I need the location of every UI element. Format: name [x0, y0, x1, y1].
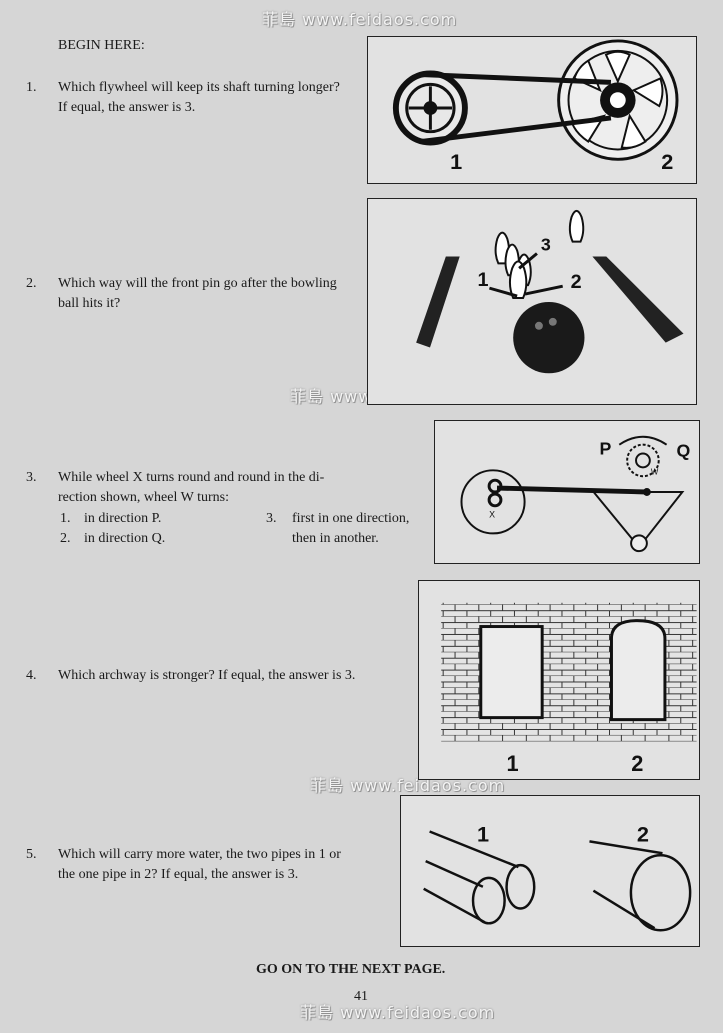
archway-figure: 1 2 [418, 580, 700, 780]
question-1-number: 1. [26, 80, 37, 95]
wheel-label-x: X [489, 510, 495, 520]
page-number: 41 [354, 989, 368, 1004]
gear-wheel-figure: P Q W X [434, 420, 700, 564]
pipes-label-2: 2 [637, 821, 649, 846]
question-2-line-2: ball hits it? [58, 296, 121, 311]
question-5-line-2: the one pipe in 2? If equal, the answer … [58, 867, 299, 882]
flywheel-figure: 1 2 [367, 36, 697, 184]
wheel-label-w: W [651, 467, 659, 476]
question-3-line-1: While wheel X turns round and round in t… [58, 470, 325, 485]
bowling-figure: 1 2 3 [367, 198, 697, 405]
option-1-number: 1. [60, 511, 71, 526]
pin-label-3: 3 [541, 234, 551, 254]
option-3-text-cont: then in another. [292, 531, 379, 546]
flywheel-label-1: 1 [450, 149, 462, 174]
archway-label-1: 1 [507, 751, 519, 776]
next-page-instruction: GO ON TO THE NEXT PAGE. [256, 962, 446, 977]
question-3-line-2: rection shown, wheel W turns: [58, 490, 229, 505]
direction-label-p: P [600, 439, 612, 459]
question-3-number: 3. [26, 470, 37, 485]
watermark: 菲島 www.feidaos.com [300, 1003, 496, 1022]
option-2-number: 2. [60, 531, 71, 546]
option-1-text: in direction P. [84, 511, 162, 526]
question-1-line-2: If equal, the answer is 3. [58, 100, 196, 115]
pipes-figure: 1 2 [400, 795, 700, 947]
begin-here-label: BEGIN HERE: [58, 38, 145, 53]
question-1-line-1: Which flywheel will keep its shaft turni… [58, 80, 340, 95]
direction-label-q: Q [676, 441, 690, 461]
option-3-text: first in one direction, [292, 511, 410, 526]
pin-label-1: 1 [478, 269, 489, 291]
pin-label-2: 2 [571, 271, 582, 293]
question-2-number: 2. [26, 276, 37, 291]
question-4-number: 4. [26, 668, 37, 683]
watermark: 菲島 www.feidaos.com [310, 776, 506, 795]
option-3-number: 3. [266, 511, 277, 526]
flywheel-label-2: 2 [661, 149, 673, 174]
question-2-line-1: Which way will the front pin go after th… [58, 276, 337, 291]
archway-label-2: 2 [631, 751, 643, 776]
question-5-number: 5. [26, 847, 37, 862]
question-4-line-1: Which archway is stronger? If equal, the… [58, 668, 356, 683]
pipes-label-1: 1 [477, 821, 489, 846]
question-5-line-1: Which will carry more water, the two pip… [58, 847, 341, 862]
option-2-text: in direction Q. [84, 531, 166, 546]
watermark: 菲島 www.feidaos.com [262, 10, 458, 29]
